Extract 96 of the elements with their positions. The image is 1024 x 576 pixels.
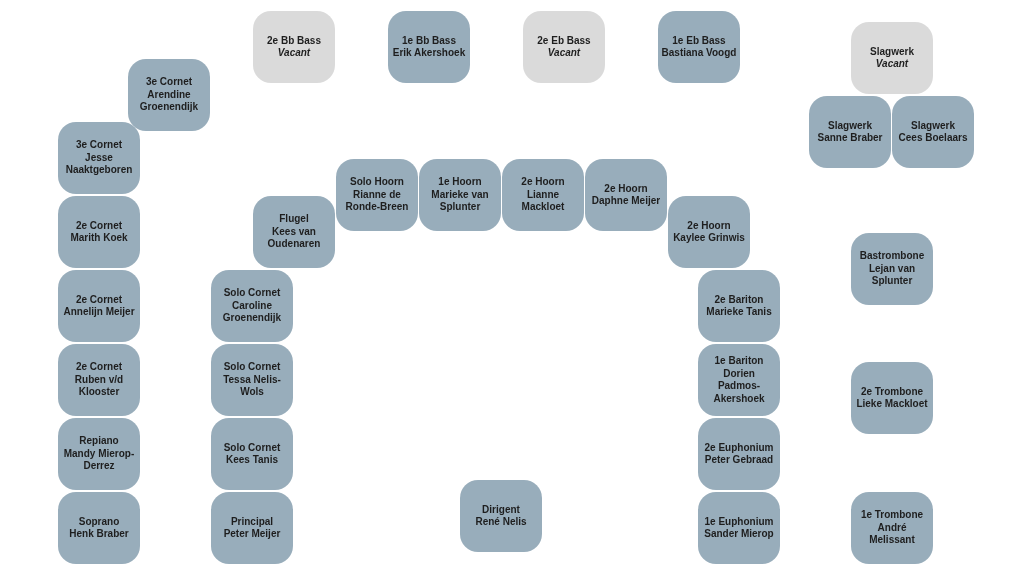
instrument-label: 3e Cornet — [75, 139, 123, 152]
instrument-label: 2e Hoorn — [521, 176, 565, 189]
player-name: Erik Akershoek — [392, 47, 466, 60]
player-name: Peter Meijer — [223, 528, 281, 541]
instrument-label: 1e Bb Bass — [402, 34, 456, 47]
player-name: Rianne de Ronde-Breen — [344, 188, 410, 214]
instrument-label: Dirigent — [482, 503, 520, 516]
vacant-seat-card — [851, 22, 933, 94]
instrument-label: 2e Trombone — [860, 385, 924, 398]
player-name: Annelijn Meijer — [63, 306, 135, 319]
player-name: André Melissant — [868, 521, 916, 547]
instrument-label: 1e Hoorn — [438, 176, 482, 189]
player-name: Caroline Groenendijk — [221, 299, 283, 325]
seat-card — [58, 492, 140, 564]
player-name: Kees Tanis — [225, 454, 279, 467]
instrument-label: 2e Hoorn — [604, 182, 648, 195]
player-name: Kaylee Grinwis — [673, 232, 745, 245]
instrument-label: Slagwerk — [870, 45, 914, 58]
instrument-label: 2e Bb Bass — [267, 34, 321, 47]
instrument-label: Solo Cornet — [223, 361, 281, 374]
player-name: Dorien Padmos-Akershoek — [712, 367, 766, 405]
seat-card — [460, 480, 542, 552]
seat-card — [58, 122, 140, 194]
player-name: Lejan van Splunter — [867, 262, 917, 288]
vacant-seat-card — [523, 11, 605, 83]
instrument-label: Repiano — [79, 435, 119, 448]
instrument-label: 1e Trombone — [860, 509, 924, 522]
seat-card — [698, 492, 780, 564]
instrument-label: Slagwerk — [828, 119, 872, 132]
seat-card — [851, 492, 933, 564]
player-name: Bastiana Voogd — [661, 47, 737, 60]
player-name: Jesse Naaktgeboren — [64, 151, 134, 177]
instrument-label: 2e Cornet — [75, 293, 123, 306]
seat-card — [58, 196, 140, 268]
seat-card — [253, 196, 335, 268]
player-name: Vacant — [547, 47, 581, 60]
player-name: Lianne Mackloet — [520, 188, 566, 214]
seat-card — [211, 418, 293, 490]
instrument-label: 1e Bariton — [714, 355, 764, 368]
instrument-label: Flugel — [279, 213, 309, 226]
instrument-label: 3e Cornet — [145, 76, 193, 89]
player-name: Sanne Braber — [817, 132, 883, 145]
instrument-label: Soprano — [78, 515, 120, 528]
instrument-label: Solo Cornet — [223, 441, 281, 454]
seat-card — [851, 233, 933, 305]
seat-card — [502, 159, 584, 231]
player-name: Marieke Tanis — [706, 306, 772, 319]
player-name: Peter Gebraad — [704, 454, 774, 467]
instrument-label: Solo Cornet — [223, 287, 281, 300]
seat-card — [851, 362, 933, 434]
instrument-label: Slagwerk — [911, 119, 955, 132]
instrument-label: Bastrombone — [859, 250, 925, 263]
vacant-seat-card — [253, 11, 335, 83]
instrument-label: 1e Euphonium — [704, 515, 774, 528]
player-name: Arendine Groenendijk — [138, 88, 200, 114]
player-name: Vacant — [277, 47, 311, 60]
player-name: Ruben v/d Klooster — [73, 373, 125, 399]
player-name: Lieke Mackloet — [856, 398, 928, 411]
seat-card — [658, 11, 740, 83]
instrument-label: Solo Hoorn — [350, 176, 404, 189]
seat-card — [809, 96, 891, 168]
instrument-label: 2e Euphonium — [704, 441, 774, 454]
instrument-label: Principal — [230, 515, 274, 528]
instrument-label: 2e Eb Bass — [537, 34, 591, 47]
instrument-label: 2e Hoorn — [687, 219, 731, 232]
seat-card — [58, 270, 140, 342]
player-name: Marieke van Splunter — [430, 188, 490, 214]
seat-card — [419, 159, 501, 231]
player-name: Sander Mierop — [704, 528, 774, 541]
player-name: Kees van Oudenaren — [266, 225, 322, 251]
seat-card — [698, 270, 780, 342]
seat-card — [211, 270, 293, 342]
seat-card — [585, 159, 667, 231]
seat-card — [698, 418, 780, 490]
player-name: Cees Boelaars — [898, 132, 968, 145]
instrument-label: 2e Cornet — [75, 219, 123, 232]
player-name: Mandy Mierop-Derrez — [62, 447, 136, 473]
player-name: René Nelis — [475, 516, 527, 529]
seat-card — [58, 418, 140, 490]
seat-card — [128, 59, 210, 131]
seat-card — [211, 492, 293, 564]
player-name: Vacant — [875, 58, 909, 71]
player-name: Marith Koek — [70, 232, 128, 245]
instrument-label: 1e Eb Bass — [672, 34, 726, 47]
seat-card — [58, 344, 140, 416]
instrument-label: 2e Bariton — [714, 293, 764, 306]
seat-card — [668, 196, 750, 268]
player-name: Henk Braber — [69, 528, 129, 541]
seat-card — [892, 96, 974, 168]
player-name: Tessa Nelis-Wols — [222, 373, 282, 399]
instrument-label: 2e Cornet — [75, 361, 123, 374]
seat-card — [388, 11, 470, 83]
player-name: Daphne Meijer — [591, 195, 661, 208]
seat-card — [336, 159, 418, 231]
seat-card — [211, 344, 293, 416]
seat-card — [698, 344, 780, 416]
